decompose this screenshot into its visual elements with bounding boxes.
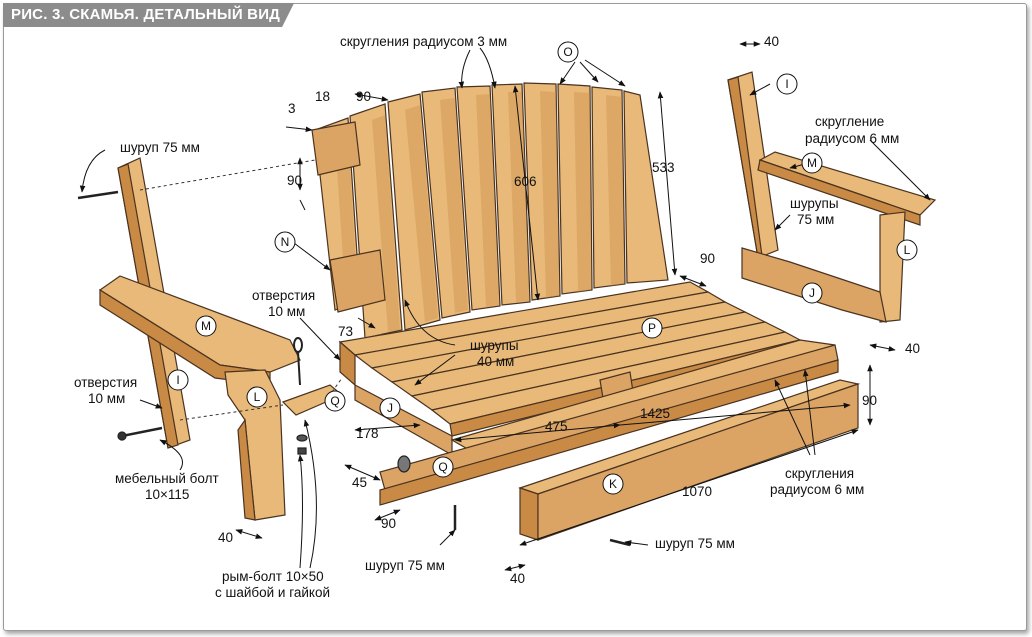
svg-text:Q: Q xyxy=(330,394,339,408)
callout-P: P xyxy=(641,317,663,339)
callout-O: O xyxy=(557,41,579,63)
svg-text:J: J xyxy=(387,401,393,415)
callout-J-left: J xyxy=(379,397,401,419)
svg-text:90: 90 xyxy=(287,173,302,188)
callout-Q-top: Q xyxy=(324,390,346,412)
svg-text:I: I xyxy=(176,373,179,387)
label-screw-bottom: шуруп 75 мм xyxy=(365,558,445,573)
svg-text:O: O xyxy=(563,45,572,59)
callout-J-right: J xyxy=(801,282,823,304)
svg-text:P: P xyxy=(648,321,656,335)
svg-text:L: L xyxy=(904,243,911,257)
label-screw-left: шуруп 75 мм xyxy=(120,140,200,155)
svg-text:178: 178 xyxy=(356,426,379,441)
callout-I-right: I xyxy=(776,73,798,95)
dimension-lines xyxy=(235,41,896,572)
label-screws40-2: 40 мм xyxy=(477,354,514,369)
callout-N: N xyxy=(274,231,296,253)
dimension-values: 3 18 90 90 533 606 40 90 73 178 475 1425… xyxy=(218,34,920,586)
svg-text:1070: 1070 xyxy=(682,484,712,499)
svg-text:Q: Q xyxy=(438,460,447,474)
svg-text:1425: 1425 xyxy=(640,406,670,421)
svg-text:I: I xyxy=(785,77,788,91)
svg-text:45: 45 xyxy=(352,475,367,490)
label-rounding6-2: радиусом 6 мм xyxy=(805,131,899,146)
svg-text:90: 90 xyxy=(381,516,396,531)
label-holes-top-1: отверстия xyxy=(252,288,315,303)
svg-text:L: L xyxy=(254,390,261,404)
label-eyebolt-1: рым-болт 10×50 xyxy=(222,569,324,584)
callout-Q-bottom: Q xyxy=(432,456,454,478)
label-holes-left-1: отверстия xyxy=(74,375,137,390)
svg-text:18: 18 xyxy=(315,89,330,104)
svg-text:40: 40 xyxy=(905,341,920,356)
label-rounding6b-1: скругления xyxy=(785,466,854,481)
alignment-lines xyxy=(139,159,343,421)
left-arm-assembly xyxy=(98,157,301,521)
label-screws75-2: 75 мм xyxy=(797,212,834,227)
label-rounding6b-2: радиусом 6 мм xyxy=(770,482,864,497)
svg-text:606: 606 xyxy=(514,174,537,189)
label-rounding6-1: скругление xyxy=(815,114,884,129)
label-holes-top-2: 10 мм xyxy=(268,304,305,319)
label-carriage-2: 10×115 xyxy=(145,487,189,502)
figure-title: РИС. 3. СКАМЬЯ. ДЕТАЛЬНЫЙ ВИД xyxy=(3,3,294,27)
seat xyxy=(338,281,802,457)
callout-M-right: M xyxy=(801,152,823,174)
svg-text:N: N xyxy=(281,235,290,249)
callout-I-left: I xyxy=(167,369,189,391)
label-screw-right: шуруп 75 мм xyxy=(655,536,735,551)
label-screws75-1: шурупы xyxy=(790,196,839,211)
svg-text:73: 73 xyxy=(338,324,353,339)
svg-text:475: 475 xyxy=(545,419,568,434)
svg-text:40: 40 xyxy=(510,571,525,586)
label-holes-left-2: 10 мм xyxy=(88,391,125,406)
svg-text:M: M xyxy=(807,156,817,170)
callout-M-left: M xyxy=(195,315,217,337)
svg-text:533: 533 xyxy=(652,160,675,175)
svg-text:90: 90 xyxy=(356,89,371,104)
svg-text:40: 40 xyxy=(218,530,233,545)
callout-L-left: L xyxy=(246,386,268,408)
svg-text:90: 90 xyxy=(700,251,715,266)
label-carriage-1: мебельный болт xyxy=(115,471,219,486)
callout-K: K xyxy=(602,473,624,495)
part-callouts: O I M L J N P M I L Q J Q K xyxy=(167,41,918,495)
label-eyebolt-2: с шайбой и гайкой xyxy=(215,585,330,600)
svg-text:90: 90 xyxy=(862,393,877,408)
svg-text:K: K xyxy=(609,477,617,491)
annotations: шуруп 75 мм скругления радиусом 3 мм скр… xyxy=(74,34,899,600)
leader-lines xyxy=(79,47,931,569)
svg-text:M: M xyxy=(201,319,211,333)
callout-L-right: L xyxy=(896,239,918,261)
svg-text:3: 3 xyxy=(288,101,296,116)
label-screws40-1: шурупы xyxy=(470,338,519,353)
svg-text:40: 40 xyxy=(764,34,779,49)
svg-text:J: J xyxy=(809,286,815,300)
label-radius3: скругления радиусом 3 мм xyxy=(340,34,507,49)
